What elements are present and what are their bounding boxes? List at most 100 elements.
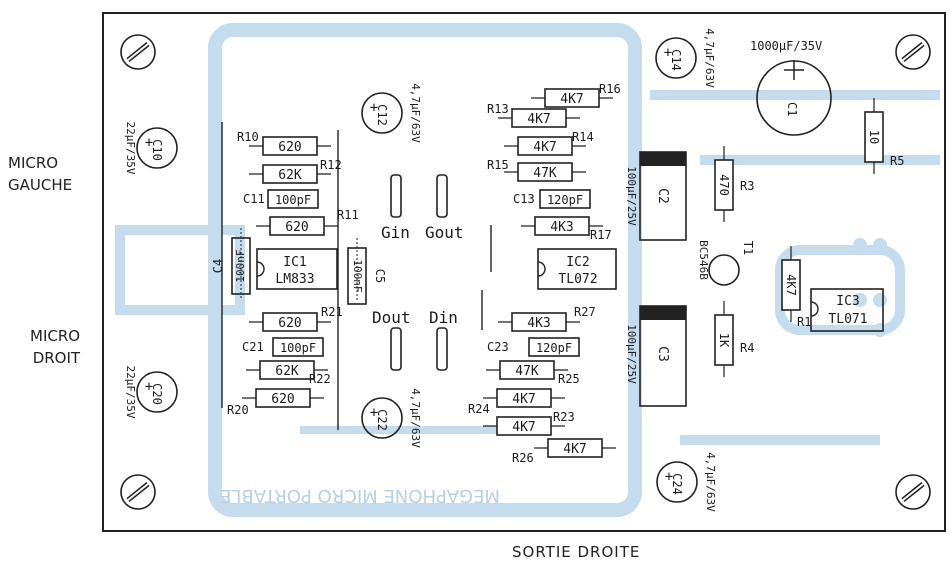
ic1: IC1 LM833 <box>256 248 338 290</box>
input-left-line1: MICRO <box>8 154 59 172</box>
resistor-ref: R17 <box>590 228 612 242</box>
capacitor-c12: C12+4,7µF/63V <box>361 83 422 143</box>
capacitor-c22: C22+4,7µF/63V <box>361 388 422 448</box>
resistor-value: 47K <box>515 364 539 379</box>
resistor-ref: R27 <box>574 305 596 319</box>
input-right-label: MICRO DROIT <box>30 325 80 369</box>
resistor-ref: R11 <box>337 208 359 222</box>
capacitor-c14: C14+4,7µF/63V <box>655 28 716 88</box>
svg-text:C3: C3 <box>655 346 670 362</box>
resistor-value: 62K <box>278 168 302 183</box>
resistor-value: 4K7 <box>784 274 798 296</box>
svg-text:100nF: 100nF <box>351 259 364 292</box>
input-right-line1: MICRO <box>30 327 81 345</box>
resistor-ref: R1 <box>797 315 811 329</box>
svg-text:C5: C5 <box>373 269 387 283</box>
capacitor-value: 120pF <box>547 193 583 207</box>
pcb-layout: MEGAPHONE MICRO PORTABLE Gin Gout Dout D… <box>102 12 946 532</box>
capacitor-leads <box>240 228 358 300</box>
mounting-holes <box>120 34 931 510</box>
board-outline <box>102 12 946 532</box>
resistor-ref: R4 <box>740 341 754 355</box>
capacitor-c23: 120pF C23 <box>487 337 580 357</box>
svg-text:C4: C4 <box>211 259 225 273</box>
capacitor-c2: C2 100µF/25V <box>625 151 687 241</box>
resistor-value: 47K <box>533 166 557 181</box>
plus-marker: + <box>370 405 378 421</box>
capacitor-ref: C22 <box>375 409 389 431</box>
svg-text:IC1: IC1 <box>283 255 306 270</box>
svg-text:TL071: TL071 <box>828 312 867 327</box>
capacitor-ref: C12 <box>375 104 389 126</box>
svg-text:TL072: TL072 <box>558 272 597 287</box>
resistor-value: 620 <box>271 392 294 407</box>
capacitor-ref: C13 <box>513 192 535 206</box>
capacitor-ref: C10 <box>150 139 164 161</box>
input-left-line2: GAUCHE <box>8 176 73 194</box>
resistor-ref: R24 <box>468 402 490 416</box>
plus-marker: + <box>145 379 153 395</box>
svg-text:C2: C2 <box>655 188 670 204</box>
output-label: SORTIE DROITE <box>512 543 641 561</box>
resistor-ref: R16 <box>599 82 621 96</box>
resistor-ref: R20 <box>227 403 249 417</box>
resistor-value: 4K7 <box>512 392 535 407</box>
resistors: 620R1062KR12620R114K7R164K7R134K7R1447KR… <box>227 82 904 465</box>
resistor-ref: R21 <box>321 305 343 319</box>
capacitor-value: 100pF <box>275 193 311 207</box>
resistor-value: 4K7 <box>563 442 586 457</box>
signal-dout: Dout <box>372 308 411 327</box>
resistor-value: 4K7 <box>533 140 556 155</box>
resistor-value: 470 <box>717 174 731 196</box>
signal-din: Din <box>429 308 458 327</box>
ghost-traces: MEGAPHONE MICRO PORTABLE <box>115 23 940 517</box>
separator-lines <box>221 122 492 430</box>
capacitor-c24: C24+4,7µF/63V <box>656 452 717 512</box>
capacitor-value: 4,7µF/63V <box>409 83 422 143</box>
jumper-links <box>390 174 448 371</box>
resistor-value: 620 <box>278 140 301 155</box>
capacitor-value: 22µF/35V <box>124 122 137 175</box>
capacitor-value: 22µF/35V <box>124 366 137 419</box>
capacitor-value: 4,7µF/63V <box>704 452 717 512</box>
ic3: IC3 TL071 <box>810 288 884 332</box>
svg-text:IC2: IC2 <box>566 255 589 270</box>
resistor-ref: R3 <box>740 179 754 193</box>
resistor-ref: R15 <box>487 158 509 172</box>
resistor-value: 10 <box>867 130 881 144</box>
resistor-value: 620 <box>278 316 301 331</box>
resistor-ref: R23 <box>553 410 575 424</box>
capacitor-ref: C11 <box>243 192 265 206</box>
capacitor-c20: C20+22µF/35V <box>124 366 178 419</box>
signal-gout: Gout <box>425 223 464 242</box>
svg-text:LM833: LM833 <box>275 272 314 287</box>
signal-gin: Gin <box>381 223 410 242</box>
c1-value: 1000µF/35V <box>750 39 822 53</box>
resistor-ref: R5 <box>890 154 904 168</box>
resistor-value: 4K7 <box>512 420 535 435</box>
capacitor-ref: C20 <box>150 383 164 405</box>
resistor-value: 4K3 <box>550 220 573 235</box>
resistor-ref: R10 <box>237 130 259 144</box>
transistor-t1: T1 BC546B <box>697 240 755 286</box>
capacitor-value: 120pF <box>536 341 572 355</box>
resistor-r12: 62K R12 <box>249 158 342 184</box>
resistor-value: 1K <box>717 333 731 348</box>
resistor-r3: 470 R3 <box>714 146 754 222</box>
capacitor-ref: C23 <box>487 340 509 354</box>
capacitor-c11: 100pF C11 <box>243 189 319 209</box>
capacitor-c3: C3 100µF/25V <box>625 305 687 407</box>
resistor-r4: 1K R4 <box>714 301 754 377</box>
resistor-value: 62K <box>275 364 299 379</box>
capacitor-c1: C1 1000µF/35V <box>750 39 832 136</box>
plus-marker: + <box>665 469 673 485</box>
resistor-ref: R12 <box>320 158 342 172</box>
capacitor-ref: C24 <box>670 473 684 495</box>
capacitor-value: 4,7µF/63V <box>409 388 422 448</box>
